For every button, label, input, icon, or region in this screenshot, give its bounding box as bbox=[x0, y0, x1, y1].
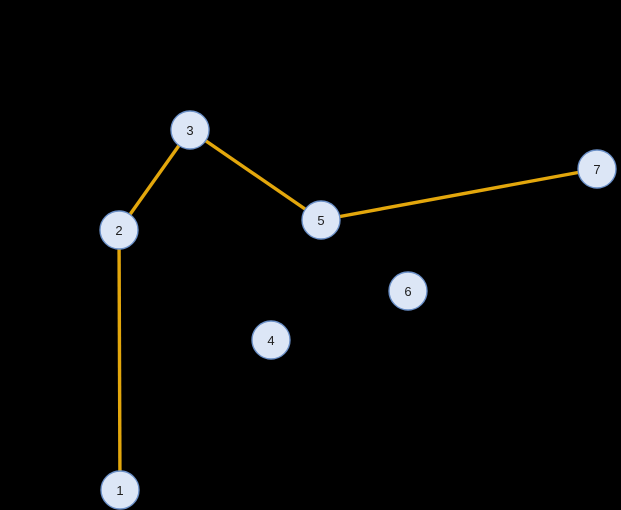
graph-node-7[interactable]: 7 bbox=[577, 149, 617, 189]
graph-edge[interactable] bbox=[189, 128, 322, 222]
node-circle[interactable] bbox=[388, 271, 428, 311]
graph-node-2[interactable]: 2 bbox=[99, 210, 139, 250]
node-circle[interactable] bbox=[251, 320, 291, 360]
graph-node-3[interactable]: 3 bbox=[170, 110, 210, 150]
edge-layer bbox=[117, 128, 598, 491]
node-circle[interactable] bbox=[99, 210, 139, 250]
node-layer: 1 2 3 4 5 6 7 bbox=[99, 110, 617, 510]
node-circle[interactable] bbox=[170, 110, 210, 150]
node-circle[interactable] bbox=[577, 149, 617, 189]
graph-node-1[interactable]: 1 bbox=[100, 470, 140, 510]
graph-node-5[interactable]: 5 bbox=[301, 200, 341, 240]
node-circle[interactable] bbox=[301, 200, 341, 240]
node-circle[interactable] bbox=[100, 470, 140, 510]
graph-edge[interactable] bbox=[117, 229, 122, 491]
graph-node-6[interactable]: 6 bbox=[388, 271, 428, 311]
graph-edge[interactable] bbox=[320, 167, 598, 222]
graph-node-4[interactable]: 4 bbox=[251, 320, 291, 360]
graph-edge[interactable] bbox=[117, 129, 192, 231]
